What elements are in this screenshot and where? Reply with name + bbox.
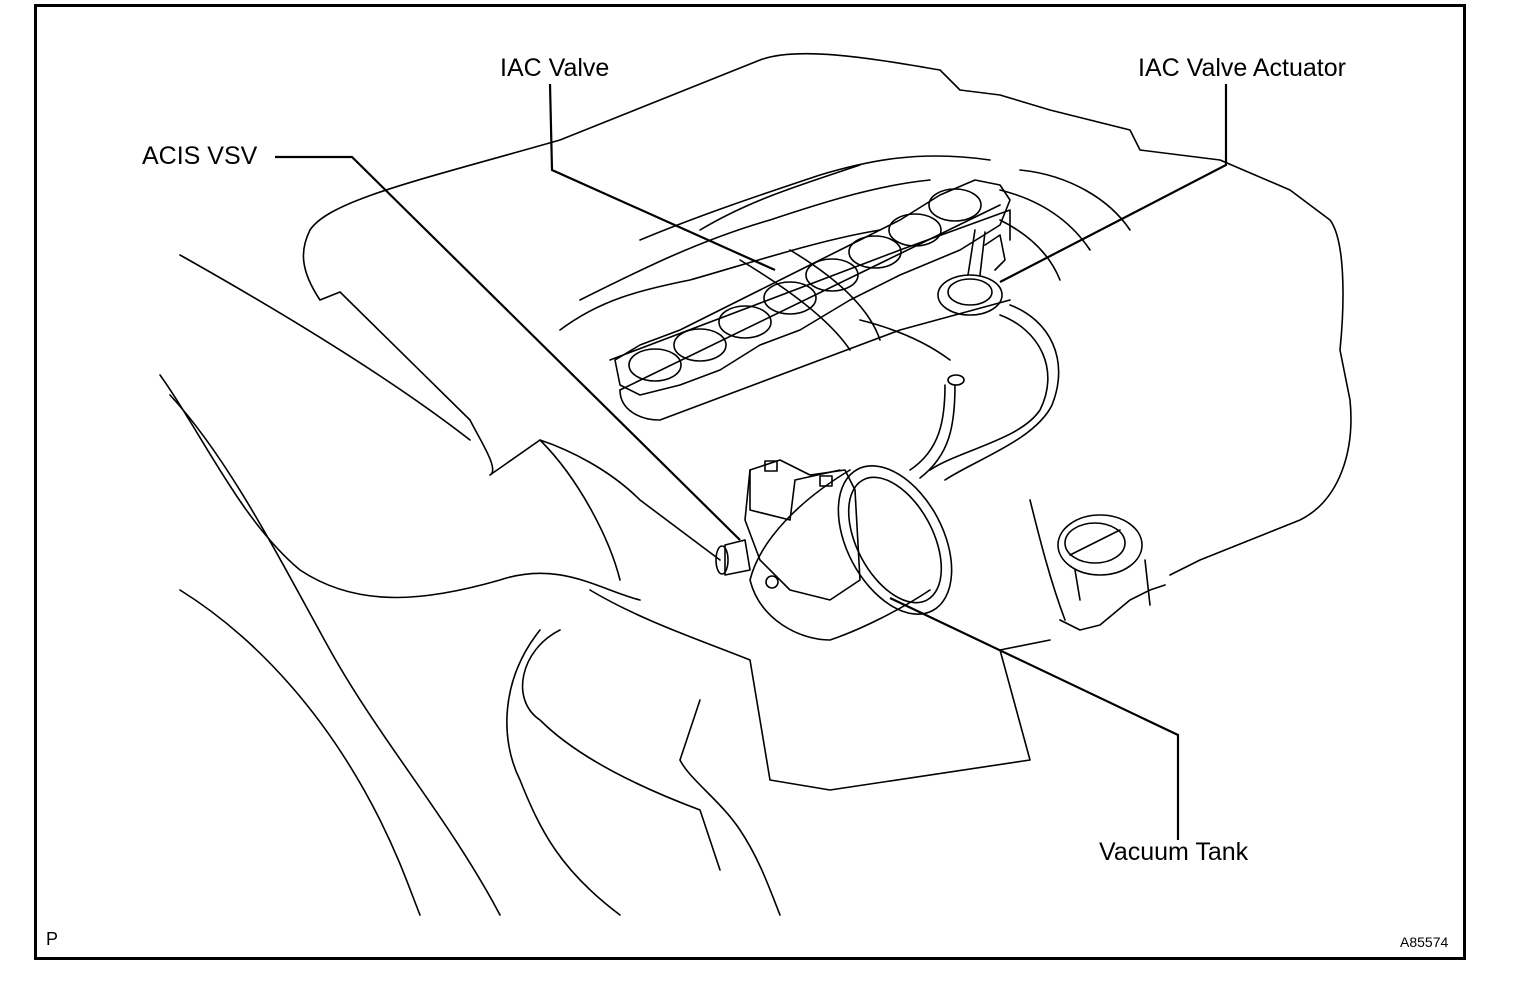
acis-vsv-port [715,545,729,575]
engine-cover-right-edge [1059,584,1166,631]
acis-vsv-mount [765,575,779,589]
iac-actuator-bracket [984,234,1006,271]
manifold-lower-edge [619,299,1011,421]
label-acis-vsv: ACIS VSV [142,142,258,170]
manifold-runner-5 [999,189,1091,251]
intake-port-2 [673,328,727,362]
manifold-runner-8 [739,259,851,351]
vacuum-hose-actuator [929,304,1060,481]
body-curve-2 [159,374,641,601]
oil-filler-cap-inner [1064,522,1126,564]
leader-acis-vsv [275,155,741,541]
vacuum-tank-face [837,465,953,615]
intake-port-7 [888,213,942,247]
acis-vsv-connector [749,469,841,521]
acis-vsv-body [744,459,861,601]
manifold-runner-2 [579,179,931,301]
acis-vsv-terminal-2 [819,475,833,487]
iac-valve-spindle [619,204,1001,391]
cover-lower-loop [521,629,721,871]
cover-ridge-lower [589,589,1051,791]
oil-filler-grip [1069,529,1121,556]
body-curve-4 [179,589,421,916]
leader-iac-valve [548,83,776,272]
manifold-runner-7 [999,219,1061,281]
vacuum-tank-rim [847,476,943,604]
iac-actuator-rod [967,229,986,276]
iac-actuator-diaphragm [937,274,1003,316]
manifold-runner-1 [559,229,881,331]
figure-number: A85574 [1400,934,1449,950]
oil-filler-cap [1057,514,1143,576]
leader-vacuum-tank [889,597,1180,840]
label-iac-valve: IAC Valve [500,54,610,82]
body-curve-7 [679,699,701,761]
acis-vsv-terminal-1 [764,460,778,472]
body-curve-6 [679,759,781,916]
body-curve-3 [169,394,501,916]
manifold-runner-9 [789,249,881,341]
vacuum-hose-vsv [909,384,956,479]
iac-actuator-inner [947,278,993,306]
intake-port-4 [763,281,817,315]
manifold-runner-4 [699,164,861,231]
intake-port-1 [628,348,682,382]
hose-end [947,374,965,386]
manifold-flange [614,179,1011,396]
leader-iac-actuator [999,84,1228,283]
body-curve-5 [506,629,621,916]
label-iac-valve-actuator: IAC Valve Actuator [1138,54,1346,82]
label-vacuum-tank: Vacuum Tank [1099,838,1249,866]
body-curve-8 [539,439,621,581]
body-curve-1 [179,254,471,441]
engine-cover-left [302,229,721,561]
manifold-body [609,209,1011,361]
acis-vsv-nipple [724,539,751,576]
manifold-runner-6 [1019,169,1131,231]
engine-cover-outline [309,52,1352,576]
figure-border [34,4,1466,960]
intake-port-8 [928,188,982,222]
cover-right-curve [1029,499,1066,621]
intake-port-6 [848,235,902,269]
manifold-runner-3 [639,155,991,241]
view-code: P [46,929,59,949]
oil-filler-neck [1074,559,1151,606]
intake-port-3 [718,305,772,339]
manifold-runner-10 [859,319,951,361]
